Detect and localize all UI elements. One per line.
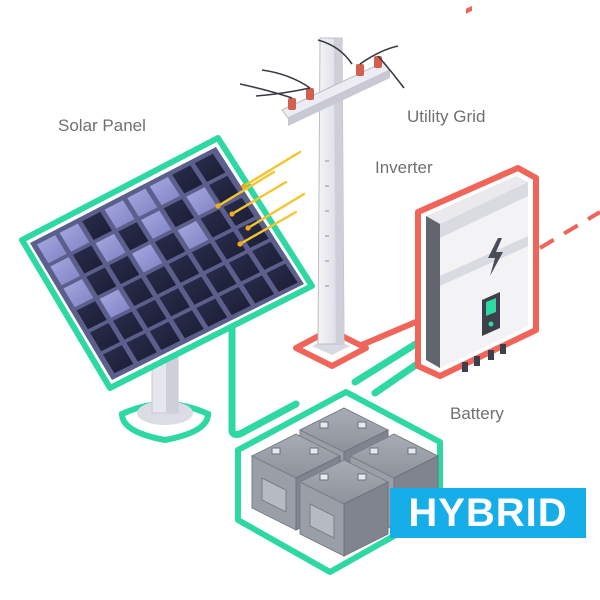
- solar-cell: [205, 264, 237, 294]
- solar-cell: [168, 254, 200, 283]
- solar-cell: [200, 209, 232, 238]
- solar-cell: [141, 210, 172, 239]
- solar-cell: [243, 275, 275, 304]
- inverter-connectors: [462, 344, 506, 372]
- solar-cell: [122, 277, 153, 307]
- solar-cell: [113, 311, 144, 340]
- solar-cell: [104, 200, 135, 229]
- solar-cell: [186, 187, 217, 216]
- solar-cell: [72, 245, 103, 274]
- solar-cell: [86, 267, 117, 296]
- solar-cell: [172, 165, 203, 194]
- solar-cell: [266, 263, 298, 292]
- solar-cell: [149, 321, 181, 351]
- battery-bank: [235, 389, 443, 575]
- solar-cell: [149, 176, 180, 206]
- solar-cell: [223, 197, 255, 226]
- inverter-display: [482, 292, 500, 336]
- solar-cell: [50, 257, 81, 286]
- solar-cell: [182, 276, 214, 305]
- solar-cell: [82, 211, 113, 241]
- solar-cell: [118, 222, 149, 251]
- solar-cell: [63, 279, 94, 308]
- solar-cells: [37, 153, 298, 374]
- solar-cell: [89, 323, 120, 352]
- solar-cell: [76, 301, 107, 330]
- solar-cell: [173, 310, 204, 339]
- solar-cell: [136, 299, 167, 329]
- solar-cell: [154, 232, 186, 261]
- solar-cell: [194, 153, 226, 182]
- solar-cell: [228, 253, 260, 282]
- solar-cell: [196, 298, 228, 327]
- grid-export-dashed-line: [538, 210, 600, 250]
- solar-cell: [163, 198, 195, 228]
- utility-pole: [239, 37, 405, 345]
- solar-cell: [99, 289, 130, 318]
- solar-cell: [219, 286, 251, 316]
- solar-cell: [95, 233, 126, 263]
- power-lines: [239, 39, 405, 99]
- utility-grid-label: Utility Grid: [407, 107, 486, 126]
- solar-cell: [103, 345, 134, 374]
- solar-cell: [59, 223, 90, 252]
- solar-cell: [252, 241, 284, 270]
- solar-cell: [37, 235, 67, 264]
- solar-cell: [177, 220, 209, 250]
- sun-ray-tips: [215, 183, 251, 247]
- solar-cell: [109, 255, 140, 285]
- inverter-unit: [415, 5, 539, 379]
- battery-unit: [298, 459, 390, 557]
- inverter-label: Inverter: [375, 158, 433, 177]
- solar-cell: [145, 266, 177, 295]
- solar-cell: [159, 288, 190, 317]
- solar-cell: [214, 231, 246, 260]
- solar-cell: [191, 242, 223, 272]
- battery-label: Battery: [450, 404, 504, 423]
- sun-rays: [216, 150, 306, 246]
- solar-cell: [126, 333, 157, 362]
- hybrid-badge: HYBRID: [390, 488, 586, 538]
- solar-panel: [19, 135, 315, 391]
- lightning-bolt-icon: [488, 238, 503, 276]
- battery-cells: [250, 407, 440, 557]
- solar-cell: [127, 188, 158, 217]
- solar-panel-label: Solar Panel: [58, 116, 146, 135]
- solar-cell: [132, 244, 163, 273]
